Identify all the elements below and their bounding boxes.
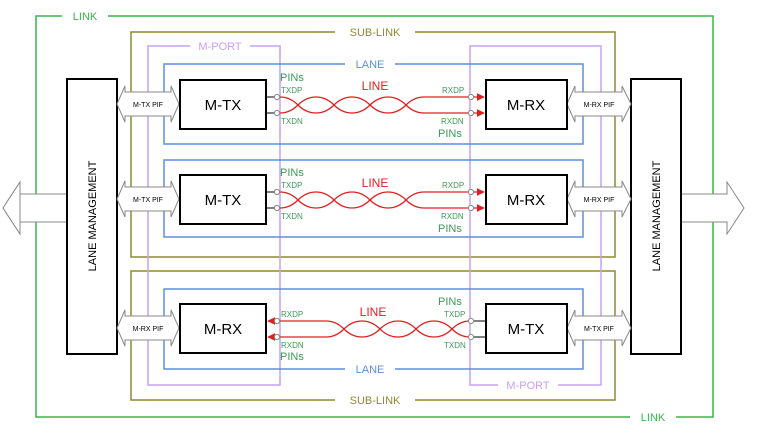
sub-link-label-top: SUB-LINK <box>350 27 401 39</box>
rxdp-label-3: RXDP <box>281 310 303 319</box>
pif-label-left-3: M-RX PIF <box>133 326 164 333</box>
pin-txdp-3 <box>467 317 475 325</box>
pins-label-tx-3: PINs <box>438 296 462 308</box>
m-rx-block-1 <box>485 79 568 130</box>
link-frame <box>35 15 714 418</box>
m-rx-label-2: M-RX <box>507 192 545 209</box>
pins-label-rx-2: PINs <box>438 223 462 235</box>
pin-rxdn-3 <box>273 333 281 341</box>
pin-rxdn-1 <box>467 109 475 117</box>
pin-txdp-2 <box>273 188 281 196</box>
m-port-label-left: M-PORT <box>198 41 241 53</box>
pif-arrow-right-3 <box>566 309 632 347</box>
lane-management-right <box>630 78 682 355</box>
line-wire-p-1 <box>279 96 442 114</box>
rxdn-label-2: RXDN <box>441 212 464 221</box>
pin-txdn-1 <box>273 109 281 117</box>
m-tx-block-1 <box>179 79 267 130</box>
external-arrow-right <box>679 180 745 236</box>
lane-management-left <box>66 78 118 355</box>
pif-label-right-2: M-RX PIF <box>584 197 615 204</box>
line-wire-p-2 <box>279 191 442 209</box>
pif-label-left-2: M-TX PIF <box>133 197 163 204</box>
lane-1: M-TX PIF M-RX PIF M-TX M-RX PINs TXDP TX… <box>116 72 632 140</box>
lane-label-3: LANE <box>356 364 385 376</box>
line-wire-n-3 <box>308 320 471 338</box>
pin-txdp-1 <box>273 93 281 101</box>
line-wire-n-2 <box>279 191 442 209</box>
txdn-label-3: TXDN <box>444 341 466 350</box>
txdp-label-2: TXDP <box>281 181 302 190</box>
pins-label-tx-1: PINs <box>280 72 304 84</box>
m-tx-label-1: M-TX <box>205 97 242 114</box>
pif-label-right-1: M-RX PIF <box>584 102 615 109</box>
line-wire-n-1 <box>279 96 442 114</box>
pins-label-rx-1: PINs <box>438 128 462 140</box>
pin-rxdp-2 <box>467 188 475 196</box>
pif-label-right-3: M-TX PIF <box>584 326 614 333</box>
sub-link-label-bottom: SUB-LINK <box>350 395 401 407</box>
m-tx-block-2 <box>179 174 267 225</box>
pins-label-tx-2: PINs <box>280 167 304 179</box>
pins-label-rx-3: PINs <box>280 351 304 363</box>
line-label-1: LINE <box>362 79 389 93</box>
txdn-label-2: TXDN <box>281 212 303 221</box>
txdp-label-1: TXDP <box>281 86 302 95</box>
txdn-label-1: TXDN <box>281 117 303 126</box>
txdp-label-3: TXDP <box>444 310 465 319</box>
lane-management-left-label: LANE MANAGEMENT <box>87 160 99 271</box>
pif-arrow-right-1 <box>566 85 632 123</box>
pif-label-left-1: M-TX PIF <box>133 102 163 109</box>
rxdn-label-1: RXDN <box>441 117 464 126</box>
pin-rxdn-2 <box>467 204 475 212</box>
rxdp-label-1: RXDP <box>442 86 464 95</box>
m-tx-block-3 <box>485 303 568 354</box>
m-port-label-right: M-PORT <box>506 380 549 392</box>
m-rx-block-3 <box>179 303 267 354</box>
rxdn-label-3: RXDN <box>281 341 304 350</box>
pin-txdn-3 <box>467 333 475 341</box>
pin-txdn-2 <box>273 204 281 212</box>
pif-arrow-right-2 <box>566 180 632 218</box>
lane-management-right-label: LANE MANAGEMENT <box>651 160 663 271</box>
link-label-top: LINK <box>73 11 98 23</box>
m-rx-label-3: M-RX <box>204 321 242 338</box>
m-tx-label-2: M-TX <box>205 192 242 209</box>
lane-label-1: LANE <box>356 59 385 71</box>
m-tx-label-3: M-TX <box>508 321 545 338</box>
m-rx-block-2 <box>485 174 568 225</box>
rxdp-label-2: RXDP <box>442 181 464 190</box>
m-rx-label-1: M-RX <box>507 97 545 114</box>
lane-2: M-TX PIF M-RX PIF M-TX M-RX PINs TXDP TX… <box>116 167 632 235</box>
lane-3: M-RX PIF M-TX PIF M-RX M-TX RXDP RXDN PI… <box>116 296 632 363</box>
line-wire-p-3 <box>308 320 471 338</box>
link-label-bottom: LINK <box>641 412 666 424</box>
pin-rxdp-3 <box>273 317 281 325</box>
line-label-3: LINE <box>360 305 387 319</box>
pin-rxdp-1 <box>467 93 475 101</box>
line-label-2: LINE <box>362 176 389 190</box>
